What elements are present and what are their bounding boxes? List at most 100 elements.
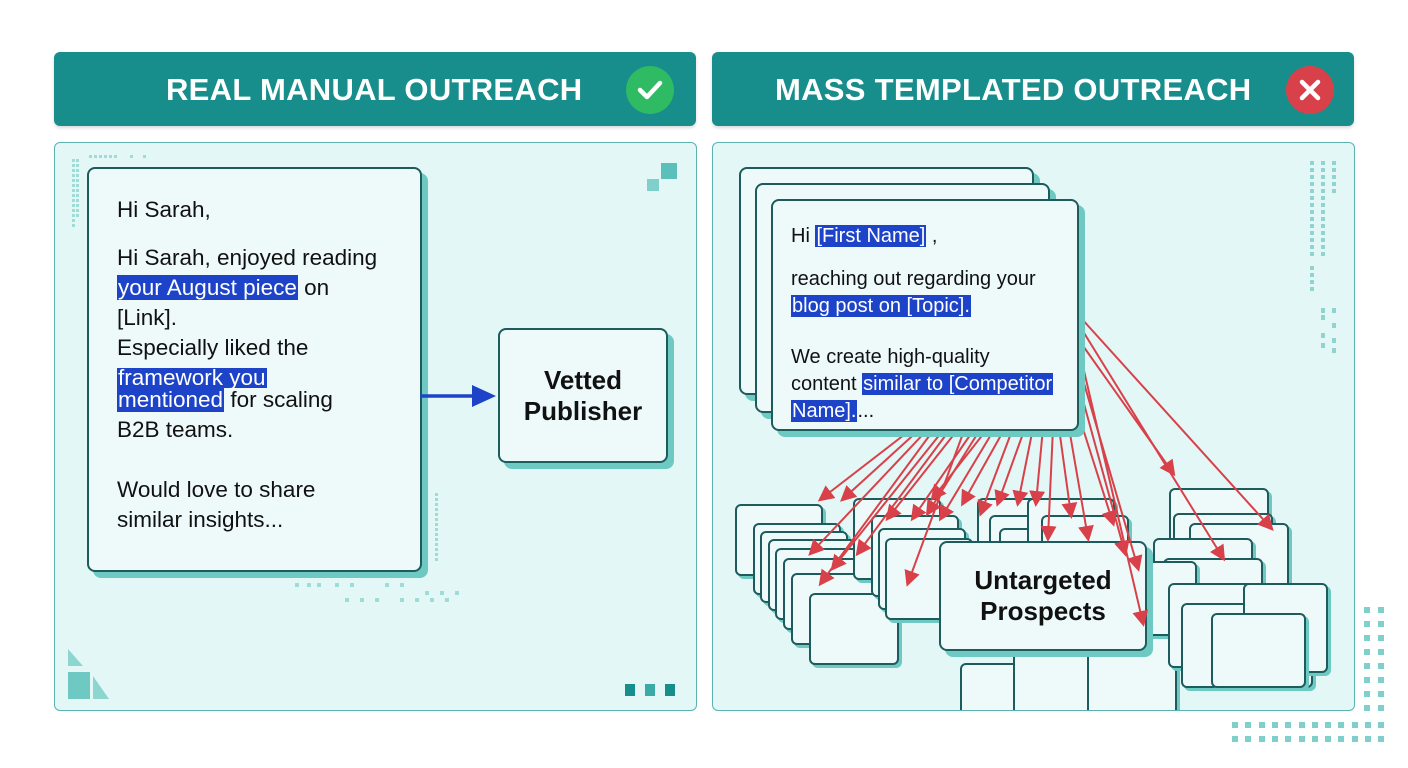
decorative-pixel — [1332, 189, 1336, 193]
red-arrow — [840, 427, 922, 502]
decorative-pixel — [76, 174, 79, 177]
decorative-pixel — [1258, 736, 1265, 742]
decorative-pixel — [76, 179, 79, 182]
decorative-pixel — [76, 204, 79, 207]
decorative-pixel — [1378, 621, 1384, 627]
decorative-pixel — [76, 184, 79, 187]
personalized-highlight: mentioned — [117, 387, 225, 412]
decorative-pixel — [1364, 649, 1370, 655]
decorative-pixel — [1332, 161, 1336, 165]
decorative-pixel — [1321, 245, 1325, 249]
email-text: Hi Sarah, enjoyed reading — [117, 245, 378, 270]
personalized-highlight: your August piece — [117, 275, 298, 300]
decorative-pixel — [130, 155, 133, 158]
decorative-pixel — [72, 199, 75, 202]
red-arrow — [817, 427, 914, 502]
decorative-pixel — [1271, 736, 1278, 742]
decorative-pixel — [1310, 189, 1314, 193]
email-text: similar insights... — [117, 507, 284, 532]
decorative-pixel — [375, 598, 379, 602]
decorative-pixel — [1271, 722, 1278, 728]
decorative-pixel — [435, 553, 438, 556]
decorative-pixel — [76, 199, 79, 202]
red-arrow — [994, 427, 1026, 507]
decorative-pixel — [435, 558, 438, 561]
decorative-pixel — [1285, 736, 1292, 742]
template-text: content — [791, 373, 863, 395]
decorative-pixel — [1232, 736, 1238, 742]
decorative-pixel — [1321, 196, 1325, 200]
decorative-pixel — [114, 155, 117, 158]
decorative-pixel — [1351, 722, 1358, 728]
decorative-pixel — [295, 583, 299, 587]
decorative-pixel — [435, 493, 438, 496]
decorative-shapes — [68, 649, 109, 699]
decorative-pixel — [1310, 224, 1314, 228]
decorative-square — [661, 163, 677, 179]
decorative-pixel — [1364, 663, 1370, 669]
decorative-pixel — [1258, 722, 1265, 728]
prospect-card — [1211, 613, 1306, 688]
decorative-pixel — [1232, 722, 1238, 728]
decorative-pixel — [435, 548, 438, 551]
decorative-pixel — [415, 598, 419, 602]
decorative-pixel — [435, 498, 438, 501]
decorative-pixel — [1310, 238, 1314, 242]
decorative-pixel — [1364, 607, 1370, 613]
decorative-pixel — [72, 189, 75, 192]
decorative-pixel — [72, 179, 75, 182]
decorative-pixel — [1321, 315, 1325, 320]
placeholder-topic: blog post on [Topic]. — [791, 295, 971, 317]
decorative-pixel — [360, 598, 364, 602]
decorative-pixel — [400, 598, 404, 602]
email-text: B2B teams. — [117, 417, 234, 442]
decorative-pixel — [1321, 161, 1325, 165]
decorative-pixel — [1321, 333, 1325, 338]
decorative-pixel — [345, 598, 349, 602]
red-arrow — [1012, 427, 1034, 507]
check-circle-icon — [626, 66, 674, 114]
placeholder-competitor: similar to [Competitor — [862, 373, 1054, 395]
decorative-pixel — [1378, 691, 1384, 697]
decorative-pixel — [76, 189, 79, 192]
decorative-pixel — [307, 583, 311, 587]
decorative-pixel — [72, 204, 75, 207]
arrow-to-publisher — [420, 385, 496, 407]
decorative-pixel — [1364, 635, 1370, 641]
decorative-pixel — [335, 583, 339, 587]
decorative-pixel — [1321, 175, 1325, 179]
decorative-pixel — [89, 155, 92, 158]
decorative-pixel — [435, 538, 438, 541]
decorative-pixel — [435, 518, 438, 521]
decorative-pixel — [72, 174, 75, 177]
decorative-pixel — [317, 583, 321, 587]
decorative-pixel — [1245, 722, 1252, 728]
decorative-pixel — [1321, 182, 1325, 186]
decorative-pixel — [435, 508, 438, 511]
decorative-pixel — [1310, 266, 1314, 270]
prospects-label: Prospects — [980, 596, 1106, 626]
decorative-pixel — [1378, 722, 1385, 728]
decorative-pixel — [99, 155, 102, 158]
decorative-pixel — [440, 591, 444, 595]
decorative-pixel — [1311, 722, 1318, 728]
decorative-pixel — [1321, 252, 1325, 256]
decorative-pixel — [1378, 677, 1384, 683]
decorative-pixel — [1332, 308, 1336, 313]
decorative-pixel — [104, 155, 107, 158]
decorative-pixel — [143, 155, 146, 158]
decorative-square — [625, 684, 635, 696]
decorative-pixel — [425, 591, 429, 595]
template-text: , — [926, 225, 938, 247]
decorative-pixel — [1351, 736, 1358, 742]
decorative-pixel — [1364, 705, 1370, 711]
decorative-pixel — [455, 591, 459, 595]
decorative-pixel — [72, 159, 75, 162]
untargeted-label: Untargeted — [974, 565, 1112, 595]
decorative-square — [647, 179, 659, 191]
template-text: ... — [857, 400, 875, 422]
